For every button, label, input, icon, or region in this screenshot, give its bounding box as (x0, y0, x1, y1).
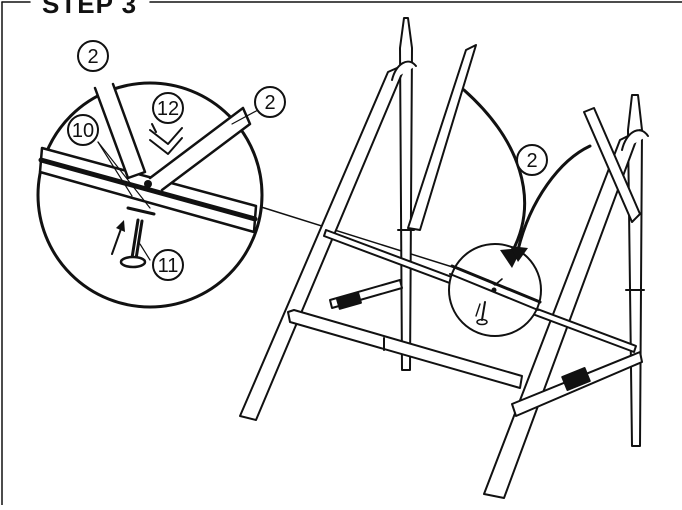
svg-text:2: 2 (87, 46, 98, 68)
zoom-detail (36, 81, 264, 309)
svg-text:12: 12 (157, 98, 179, 120)
step-title: STEP 3 (36, 0, 144, 18)
callout-11: 11 (152, 249, 184, 281)
zoom-connector-line (257, 205, 479, 276)
callout-10: 10 (67, 114, 99, 146)
callout-12: 12 (152, 92, 184, 124)
svg-text:10: 10 (72, 120, 94, 142)
callout-2-main: 2 (516, 144, 548, 176)
small-zoom-circle (448, 243, 542, 337)
rotation-arrow-left (462, 88, 526, 268)
svg-text:2: 2 (526, 150, 537, 172)
callout-2-top-right: 2 (254, 86, 286, 118)
callout-2-top-left: 2 (77, 40, 109, 72)
svg-text:2: 2 (264, 92, 275, 114)
rotation-arrow-right (510, 144, 592, 262)
sawhorse-frame (239, 17, 649, 499)
svg-text:11: 11 (158, 255, 179, 277)
